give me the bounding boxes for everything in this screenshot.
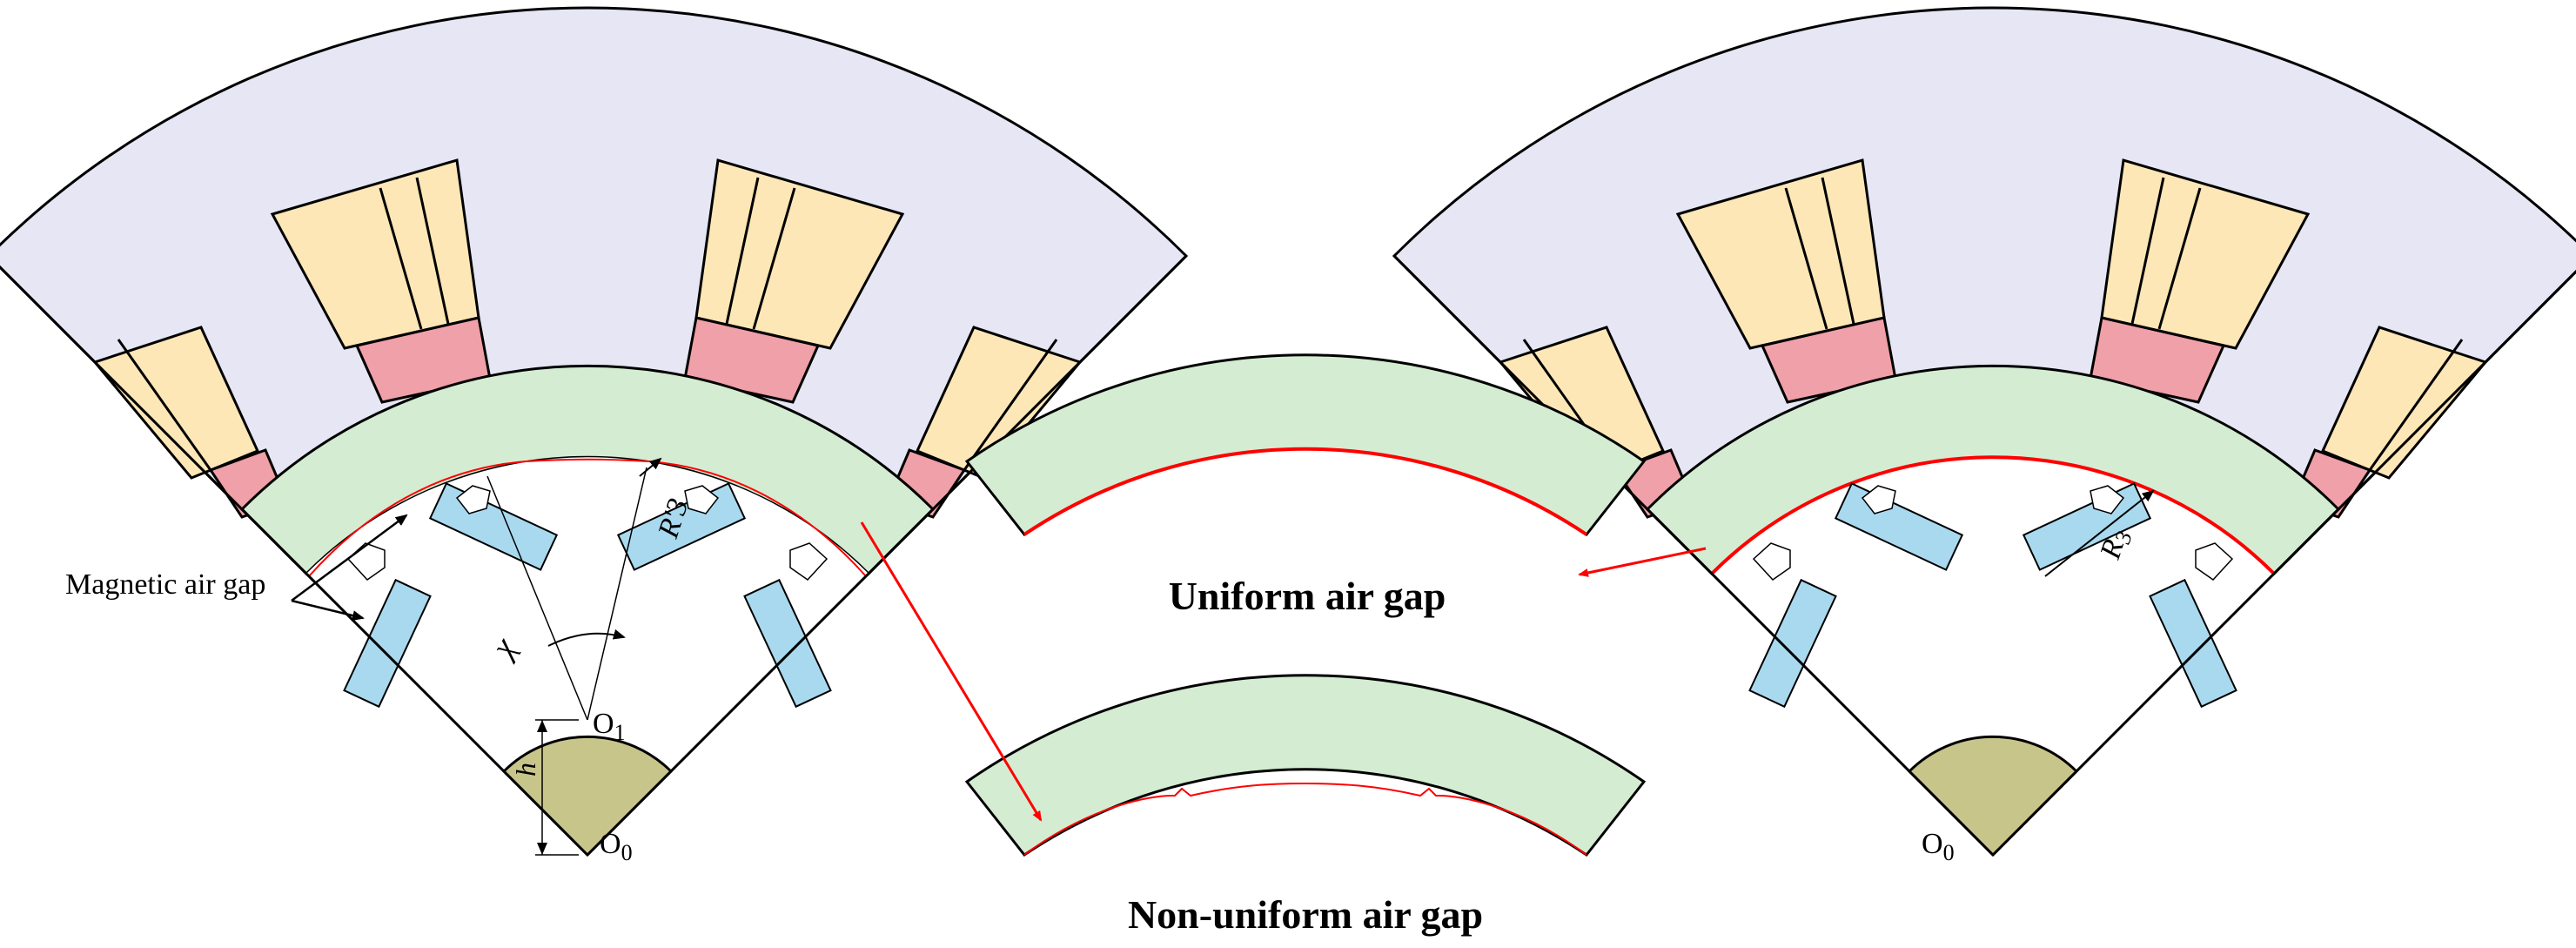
point-o1-label: O1 [593,708,626,745]
magnetic-air-gap-arrow [291,514,408,602]
winding-right-edge [2320,326,2488,480]
magnet-pole-left [343,482,559,709]
pointer-arrow-to-uniform [1578,547,1707,577]
left-motor-non-uniform-gap: Magnetic air gap R'3 χ O1 h O0 [0,6,1189,865]
non-uniform-air-gap-line [1023,782,1587,856]
magnet-pole-left [1748,482,1964,709]
uniform-air-gap-label: Uniform air gap [1169,574,1446,618]
air-gap-line [308,458,867,577]
sector-edge-right [1991,269,2576,857]
non-uniform-air-gap-label: Non-uniform air gap [1128,892,1483,937]
magnet-pole-right [616,482,832,709]
shaft [1907,735,2079,857]
dimension-h-label: h [510,763,541,777]
radius-arrow [639,457,662,477]
pointer-arrow-to-non-uniform [860,521,1043,822]
rotor-ring-segment [964,674,1647,857]
rotor-inner-region [1712,457,2274,855]
magnetic-air-gap-label: Magnetic air gap [65,568,265,601]
shaft [501,735,674,857]
point-o0-label: O0 [1922,828,1955,865]
radius-r3-line [2044,489,2155,577]
non-uniform-air-gap-inset [964,674,1647,857]
sector-edge-left [1392,254,1995,857]
rotor-inner-region [306,457,869,855]
angle-arc [547,629,626,647]
sector-edge-left [0,265,589,857]
radius-construction-line [486,475,588,721]
sector-edge-right [586,254,1188,857]
winding-left-edge [92,326,260,480]
uniform-air-gap-inset [964,353,1647,537]
uniform-air-gap-line [1023,447,1588,536]
magnetic-air-gap-arrow [291,599,365,621]
right-motor-uniform-gap: R3 O0 [1392,6,2576,865]
point-o0-label: O0 [600,828,633,865]
air-gap-line [1710,455,2276,575]
